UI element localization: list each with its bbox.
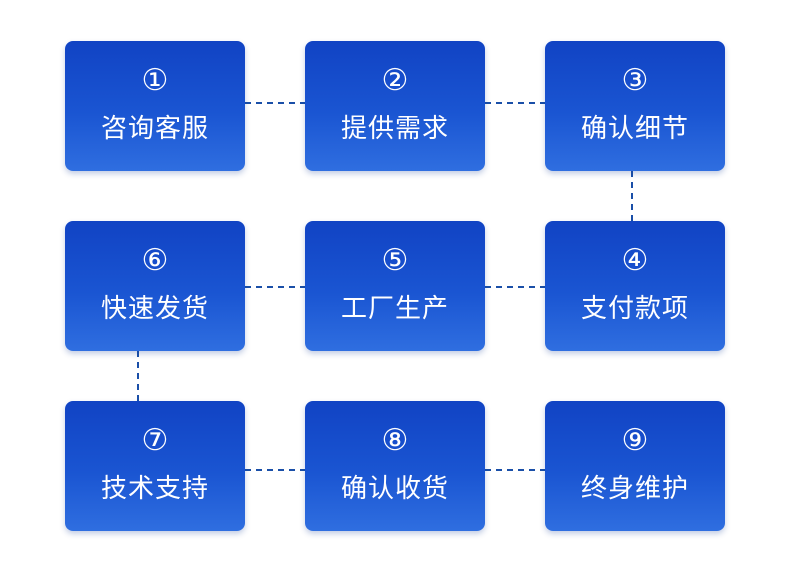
step-consult-service: ① 咨询客服 bbox=[65, 41, 245, 171]
step-confirm-receipt: ⑧ 确认收货 bbox=[305, 401, 485, 531]
step-label: 终身维护 bbox=[580, 474, 689, 504]
step-number: ① bbox=[141, 63, 169, 98]
step-number: ② bbox=[381, 63, 409, 98]
step-label: 技术支持 bbox=[100, 474, 209, 504]
step-label: 咨询客服 bbox=[100, 114, 209, 144]
step-factory-production: ⑤ 工厂生产 bbox=[305, 221, 485, 351]
step-label: 确认细节 bbox=[580, 114, 689, 144]
step-number: ④ bbox=[621, 243, 649, 278]
step-label: 确认收货 bbox=[340, 474, 449, 504]
step-number: ⑦ bbox=[141, 423, 169, 458]
step-label: 工厂生产 bbox=[340, 294, 449, 324]
step-number: ③ bbox=[621, 63, 649, 98]
step-confirm-details: ③ 确认细节 bbox=[545, 41, 725, 171]
step-number: ⑤ bbox=[381, 243, 409, 278]
step-fast-shipping: ⑥ 快速发货 bbox=[65, 221, 245, 351]
step-label: 支付款项 bbox=[580, 294, 689, 324]
step-number: ⑥ bbox=[141, 243, 169, 278]
step-payment: ④ 支付款项 bbox=[545, 221, 725, 351]
step-lifetime-maintenance: ⑨ 终身维护 bbox=[545, 401, 725, 531]
step-label: 快速发货 bbox=[100, 294, 209, 324]
step-number: ⑧ bbox=[381, 423, 409, 458]
step-technical-support: ⑦ 技术支持 bbox=[65, 401, 245, 531]
step-number: ⑨ bbox=[621, 423, 649, 458]
step-label: 提供需求 bbox=[340, 114, 449, 144]
step-provide-requirements: ② 提供需求 bbox=[305, 41, 485, 171]
